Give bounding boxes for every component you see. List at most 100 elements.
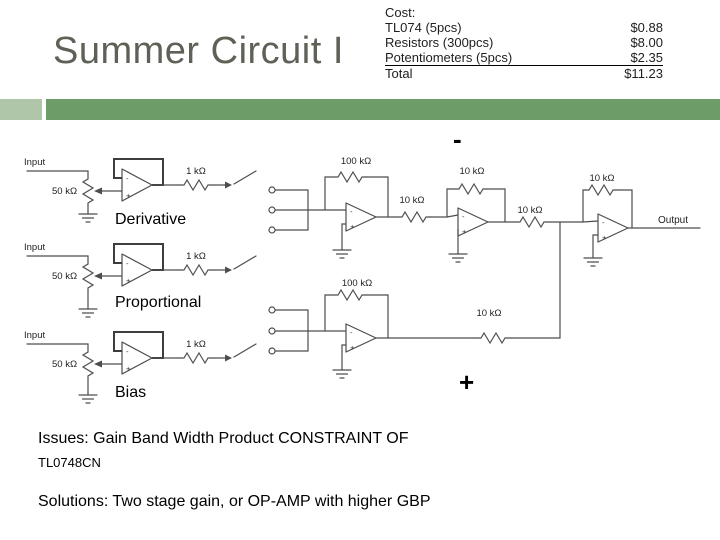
cost-price: $11.23	[624, 66, 663, 81]
opamp-minus: -	[602, 218, 605, 227]
opamp-minus: -	[350, 207, 353, 216]
resistor-icon	[584, 183, 618, 197]
wire	[274, 309, 309, 332]
resistor-icon	[179, 263, 213, 277]
minus-sign: -	[453, 124, 462, 154]
block-derivative: Input 50 kΩ - + 1 kΩ Derivative	[24, 157, 257, 228]
opamp-icon	[345, 202, 377, 232]
resistor-value: 100 kΩ	[342, 278, 372, 289]
opamp-plus: +	[350, 343, 355, 352]
accent-bar	[46, 99, 720, 120]
wire	[429, 214, 459, 218]
wiper-arrow-icon	[94, 187, 102, 195]
wire	[274, 330, 309, 352]
cost-item: Potentiometers (5pcs)	[385, 50, 513, 65]
opamp-minus: -	[126, 259, 129, 268]
opamp-icon	[121, 253, 153, 287]
block-bias: Input 50 kΩ - + 1 kΩ Bias	[24, 330, 257, 404]
opamp-plus: +	[126, 191, 131, 200]
block-label: Derivative	[115, 211, 186, 228]
feedback-wire	[446, 188, 456, 218]
resistor-value: 1 kΩ	[186, 166, 206, 177]
pot-value: 50 kΩ	[52, 271, 77, 282]
cost-header: Cost:	[385, 5, 416, 20]
resistor-icon	[333, 288, 367, 302]
potentiometer-icon	[81, 348, 95, 380]
plus-sign: +	[459, 367, 474, 397]
switch-icon	[211, 170, 257, 189]
feedback-wire	[324, 294, 335, 332]
feedback-wire	[582, 189, 586, 223]
feedback-wire	[324, 176, 335, 211]
opamp-minus: -	[126, 347, 129, 356]
cost-price: $8.00	[630, 35, 663, 50]
bottom-summing-stage: - + 100 kΩ 10 kΩ	[268, 278, 561, 379]
opamp-minus: -	[126, 174, 129, 183]
resistor-icon	[333, 170, 367, 184]
terminal-icon	[268, 347, 276, 355]
wire	[274, 209, 309, 231]
pot-value: 50 kΩ	[52, 359, 77, 370]
input-label: Input	[24, 157, 45, 168]
table-row: Potentiometers (5pcs) $2.35	[385, 50, 663, 66]
terminal-icon	[268, 306, 276, 314]
opamp-minus: -	[462, 212, 465, 221]
resistor-icon	[454, 182, 488, 196]
cost-table: Cost: TL074 (5pcs) $0.88 Resistors (300p…	[385, 5, 663, 81]
part-number-text: TL0748CN	[38, 455, 101, 470]
resistor-icon	[397, 210, 431, 224]
opamp-icon	[457, 207, 489, 237]
terminal-icon	[268, 186, 276, 194]
opamp-plus: +	[462, 227, 467, 236]
output-label: Output	[658, 215, 688, 226]
table-row: Resistors (300pcs) $8.00	[385, 35, 663, 50]
cost-item: TL074 (5pcs)	[385, 20, 462, 35]
opamp-icon	[345, 323, 377, 353]
block-label: Bias	[115, 384, 146, 401]
switch-icon	[211, 343, 257, 362]
ground-icon	[583, 234, 603, 267]
feedback-wire	[486, 188, 506, 223]
top-summing-stage: - + 100 kΩ 10 kΩ	[268, 156, 459, 259]
potentiometer-icon	[81, 175, 95, 207]
solutions-text: Solutions: Two stage gain, or OP-AMP wit…	[38, 493, 431, 510]
terminal-icon	[268, 206, 276, 214]
cost-header-row: Cost:	[385, 5, 663, 20]
resistor-value: 10 kΩ	[476, 308, 501, 319]
opamp-plus: +	[126, 276, 131, 285]
feedback-wire	[365, 176, 389, 218]
cost-item: Resistors (300pcs)	[385, 35, 494, 50]
block-proportional: Input 50 kΩ - + 1 kΩ Proportional	[24, 242, 257, 318]
page-title: Summer Circuit I	[53, 30, 344, 72]
potentiometer-icon	[81, 260, 95, 292]
resistor-value: 10 kΩ	[399, 195, 424, 206]
opamp-plus: +	[350, 222, 355, 231]
opamp-plus: +	[602, 233, 607, 242]
wiper-arrow-icon	[94, 360, 102, 368]
issues-text: Issues: Gain Band Width Product CONSTRAI…	[38, 430, 409, 447]
cost-price: $2.35	[630, 50, 663, 65]
input-label: Input	[24, 330, 45, 341]
wire	[26, 255, 89, 262]
input-label: Input	[24, 242, 45, 253]
second-amp-stage: - + 10 kΩ 10 kΩ	[446, 166, 599, 339]
resistor-value: 1 kΩ	[186, 339, 206, 350]
resistor-value: 10 kΩ	[517, 205, 542, 216]
resistor-icon	[515, 215, 549, 229]
resistor-value: 10 kΩ	[589, 173, 614, 184]
resistor-value: 10 kΩ	[459, 166, 484, 177]
opamp-icon	[121, 168, 153, 202]
pot-value: 50 kΩ	[52, 186, 77, 197]
feedback-wire	[365, 294, 389, 339]
wire	[26, 170, 89, 177]
cost-item: Total	[385, 66, 413, 81]
feedback-wire	[616, 189, 633, 229]
table-row: TL074 (5pcs) $0.88	[385, 20, 663, 35]
cost-price: $0.88	[630, 20, 663, 35]
ground-icon	[332, 344, 352, 379]
ground-icon	[332, 223, 352, 259]
block-label: Proportional	[115, 294, 201, 311]
terminal-icon	[268, 226, 276, 234]
